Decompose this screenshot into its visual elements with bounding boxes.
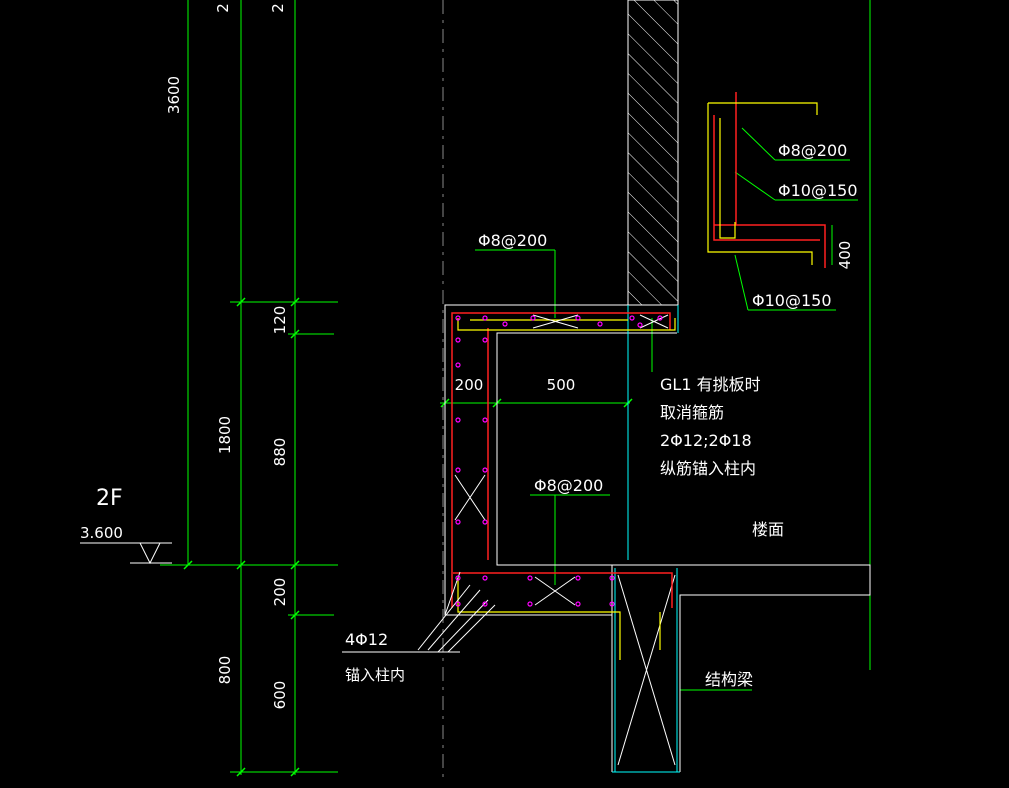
long-bars-note: 锚入柱内 bbox=[345, 666, 405, 684]
dim-600: 600 bbox=[271, 681, 289, 710]
gl1-note-line-4: 纵筋锚入柱内 bbox=[660, 459, 756, 478]
dimension-lines bbox=[160, 0, 871, 775]
dim-500: 500 bbox=[547, 376, 576, 394]
rebar-detail-2-label: Φ10@150 bbox=[778, 181, 858, 200]
gl1-note-line-1: GL1 有挑板时 bbox=[660, 375, 761, 394]
dim-200-vert: 200 bbox=[271, 578, 289, 607]
floor-level-name: 2F bbox=[96, 486, 123, 511]
dim-800: 800 bbox=[216, 656, 234, 685]
beam-label: 结构梁 bbox=[705, 670, 753, 689]
stirrup-marks bbox=[444, 314, 669, 616]
wall-hatched bbox=[627, 0, 679, 306]
dim-3600: 3600 bbox=[165, 76, 183, 114]
dim-top-cut-2: 2 bbox=[269, 3, 287, 13]
floor-label: 楼面 bbox=[752, 520, 784, 539]
rebar-main bbox=[451, 92, 826, 608]
rebar-detail-1-label: Φ8@200 bbox=[778, 141, 847, 160]
dim-400: 400 bbox=[836, 241, 854, 270]
gl1-note-line-3: 2Φ12;2Φ18 bbox=[660, 431, 752, 450]
long-bars-label: 4Φ12 bbox=[345, 630, 388, 649]
long-bar-leaders bbox=[342, 584, 496, 653]
dim-top-cut: 2 bbox=[214, 3, 232, 13]
canopy-outline bbox=[444, 304, 871, 772]
dimension-ticks bbox=[183, 297, 633, 777]
rebar-bottom-slab-label: Φ8@200 bbox=[534, 476, 603, 495]
gl1-note-line-2: 取消箍筋 bbox=[660, 403, 724, 422]
level-symbol bbox=[80, 542, 172, 565]
dim-1800: 1800 bbox=[216, 416, 234, 454]
rebar-dots bbox=[455, 315, 663, 607]
beam-cross bbox=[617, 574, 676, 766]
dim-880: 880 bbox=[271, 438, 289, 467]
rebar-top-slab-label: Φ8@200 bbox=[478, 231, 547, 250]
dim-120: 120 bbox=[271, 306, 289, 335]
dim-200-horiz: 200 bbox=[455, 376, 484, 394]
floor-elevation: 3.600 bbox=[80, 524, 123, 542]
cyan-lines bbox=[612, 305, 680, 773]
rebar-detail-3-label: Φ10@150 bbox=[752, 291, 832, 310]
